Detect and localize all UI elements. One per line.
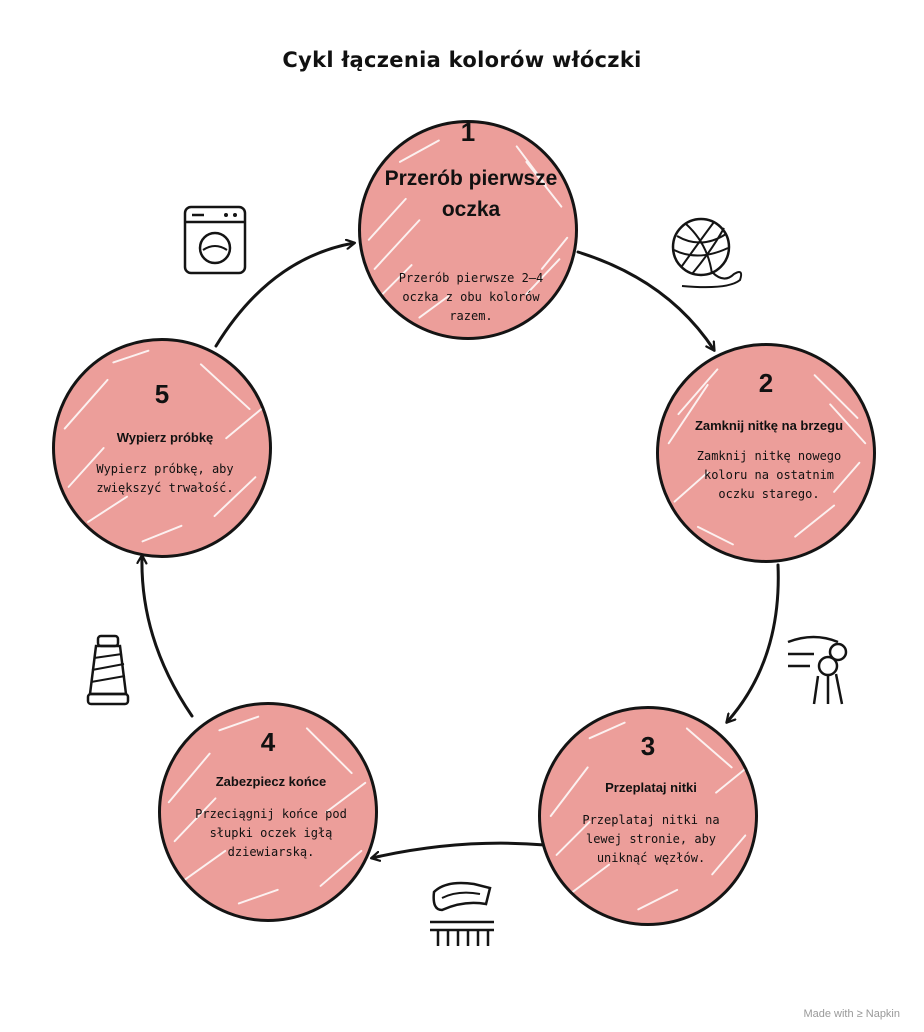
step-4-description: Przeciągnij końce pod słupki oczek igłą …: [195, 807, 347, 859]
step-1-description: Przerób pierwsze 2–4 oczka z obu kolorów…: [398, 271, 544, 323]
arrow-5-to-1: [214, 243, 354, 348]
arrow-3-to-4: [372, 841, 547, 858]
step-2-description: Zamknij nitkę nowego koloru na ostatnim …: [696, 449, 842, 501]
hatch-texture: [549, 721, 749, 911]
step-1-node: 1 Przerób pierwsze oczka Przerób pierwsz…: [358, 120, 578, 340]
page-title: Cykl łączenia kolorów włóczki: [282, 48, 642, 72]
hand-weaving-icon: [787, 635, 848, 705]
step-5-number: 5: [154, 379, 170, 409]
step-2-number: 2: [758, 368, 774, 398]
hatch-texture: [167, 715, 367, 905]
hatch-texture: [667, 368, 867, 546]
hatch-texture: [367, 139, 569, 319]
step-3-node: 3 Przeplataj nitki Przeplataj nitki na l…: [538, 706, 758, 926]
step-3-number: 3: [640, 731, 656, 761]
arrow-2-to-3: [727, 563, 780, 722]
yarn-ball-icon: [671, 217, 743, 289]
footer-credit: Made with ≥ Napkin: [803, 1008, 900, 1020]
step-4-number: 4: [260, 727, 276, 757]
arrow-4-to-5: [142, 556, 194, 718]
step-5-heading: Wypierz próbkę: [116, 430, 214, 445]
step-4-node: 4 Zabezpiecz końce Przeciągnij końce pod…: [158, 702, 378, 922]
loom-icon: [430, 881, 494, 946]
step-5-description: Wypierz próbkę, aby zwiększyć trwałość.: [96, 462, 234, 495]
hatch-texture: [63, 349, 263, 543]
washing-machine-icon: [183, 205, 247, 275]
step-1-number: 1: [460, 120, 476, 147]
step-3-description: Przeplataj nitki na lewej stronie, aby u…: [582, 813, 720, 865]
step-5-node: 5 Wypierz próbkę Wypierz próbkę, aby zwi…: [52, 338, 272, 558]
step-2-node: 2 Zamknij nitkę na brzegu Zamknij nitkę …: [656, 343, 876, 563]
step-3-heading: Przeplataj nitki: [605, 780, 697, 795]
step-1-heading: Przerób pierwsze oczka: [384, 167, 558, 221]
step-2-heading: Zamknij nitkę na brzegu: [694, 418, 844, 433]
thread-spool-icon: [86, 634, 130, 706]
arrow-1-to-2: [576, 250, 714, 350]
step-4-heading: Zabezpiecz końce: [215, 774, 327, 789]
